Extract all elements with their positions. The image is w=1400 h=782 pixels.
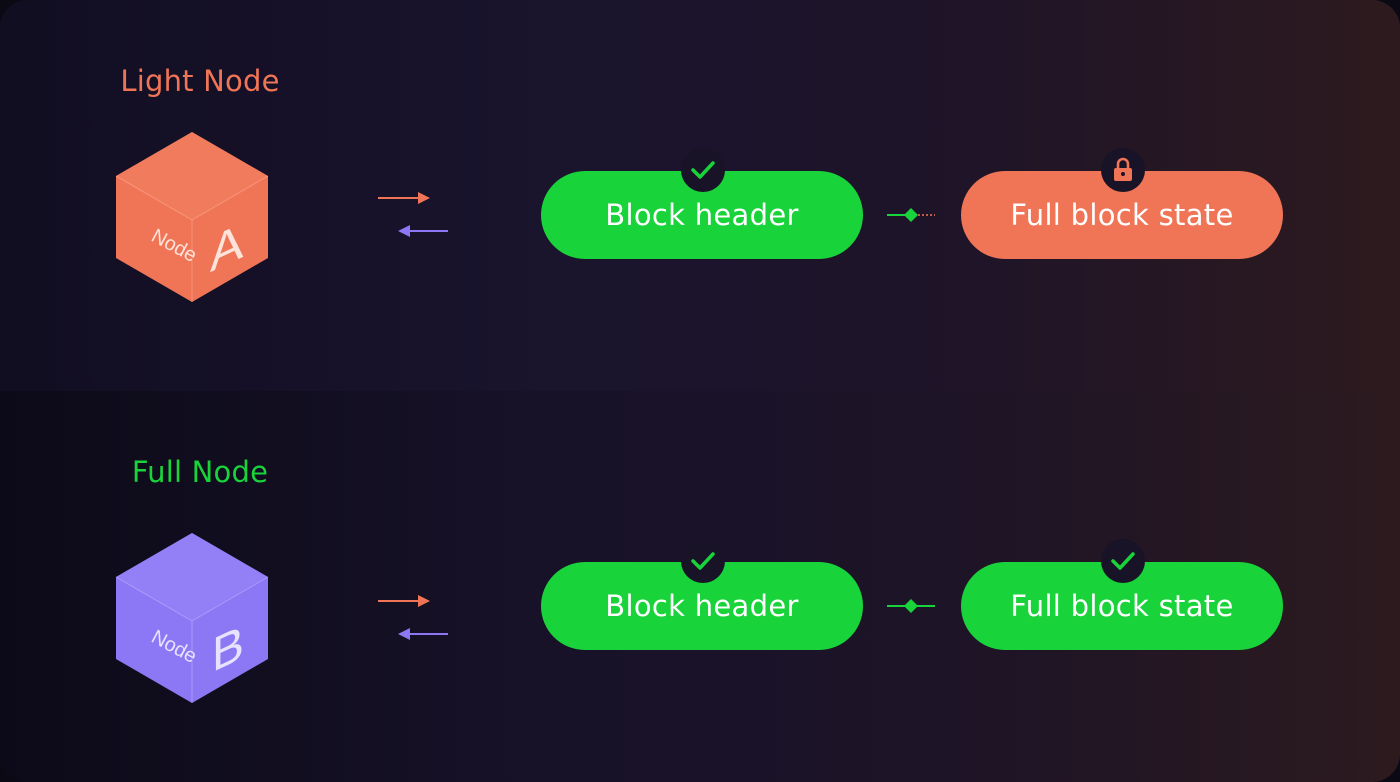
- check-icon: [1111, 552, 1135, 570]
- request-arrow-right-icon: [378, 595, 430, 607]
- full-node-title: Full Node: [131, 455, 269, 489]
- light-header-status-badge: [681, 148, 725, 192]
- block-header-label: Block header: [605, 198, 799, 232]
- check-icon: [691, 161, 715, 179]
- response-arrow-left-icon: [398, 225, 448, 237]
- full-state-status-badge: [1101, 539, 1145, 583]
- full-block-state-label: Full block state: [1010, 589, 1234, 623]
- full-block-state-label: Full block state: [1010, 198, 1234, 232]
- full-node-panel: Full Node Node B Block header: [0, 391, 1400, 782]
- full-link-icon: [887, 599, 935, 613]
- response-arrow-left-icon: [398, 628, 448, 640]
- lock-icon: [1114, 157, 1132, 181]
- light-node-title: Light Node: [120, 64, 280, 98]
- request-arrow-right-icon: [378, 192, 430, 204]
- light-node-panel: Light Node Node A Block header: [0, 0, 1400, 391]
- partial-link-icon: [887, 208, 935, 222]
- light-state-status-badge: [1101, 148, 1145, 192]
- block-header-label: Block header: [605, 589, 799, 623]
- check-icon: [691, 552, 715, 570]
- node-a-cube: Node A: [115, 132, 269, 302]
- node-b-cube: Node B: [115, 533, 269, 703]
- full-header-status-badge: [681, 539, 725, 583]
